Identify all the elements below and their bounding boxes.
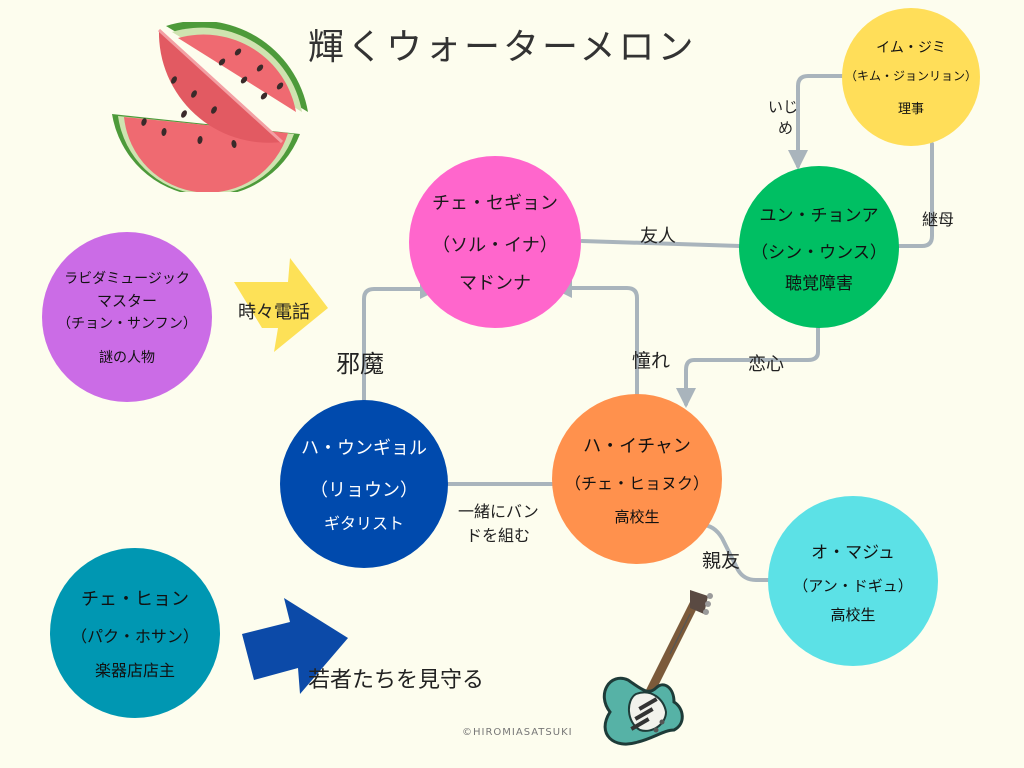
line-stepmother <box>896 142 934 248</box>
node-role: 謎の人物 <box>99 349 155 366</box>
label-stepmother: 継母 <box>922 210 955 229</box>
node-role: 高校生 <box>614 507 660 526</box>
line-obstruct <box>362 279 440 402</box>
node-role: マドンナ <box>459 273 531 294</box>
label-bully-1: いじ <box>768 98 799 116</box>
label-watch: 若者たちを見守る <box>308 668 485 693</box>
label-bully-2: め <box>778 119 794 137</box>
node-name: チェ・ヒョン <box>81 589 189 610</box>
arrow-yellow-icon <box>234 258 328 352</box>
node-role: ギタリスト <box>323 514 404 533</box>
line-bully <box>788 74 862 170</box>
label-best-friend: 親友 <box>702 550 741 572</box>
node-role: 高校生 <box>830 605 876 624</box>
node-role: 楽器店店主 <box>94 661 175 680</box>
line-admire <box>552 278 639 396</box>
node-choi-hyeon: チェ・ヒョン （パク・ホサン） 楽器店店主 <box>50 548 220 718</box>
node-actor: （ソル・イナ） <box>432 235 558 256</box>
label-band-2: ドを組む <box>466 526 531 545</box>
node-name: ハ・ウンギョル <box>301 438 427 459</box>
node-actor: （キム・ジョンリョン） <box>844 69 977 83</box>
node-actor: （チェ・ヒョヌク） <box>564 473 709 493</box>
node-actor: （シン・ウンス） <box>751 242 887 263</box>
guitar-illustration <box>602 590 713 746</box>
node-name: イム・ジミ <box>876 40 946 56</box>
node-role: 聴覚障害 <box>785 273 853 294</box>
node-name: ユン・チョンア <box>759 205 879 226</box>
line-love <box>676 326 820 408</box>
node-ha-ichan: ハ・イチャン （チェ・ヒョヌク） 高校生 <box>552 394 722 564</box>
node-role: 理事 <box>897 102 924 117</box>
node-actor: （リョウン） <box>310 480 418 501</box>
node-name: オ・マジュ <box>811 542 895 563</box>
node-actor: （アン・ドギュ） <box>793 576 913 595</box>
label-love: 恋心 <box>748 354 784 375</box>
label-phone: 時々電話 <box>238 302 310 323</box>
node-name: ハ・イチャン <box>583 435 691 457</box>
page-title: 輝くウォーターメロン <box>308 27 697 68</box>
node-name: チェ・セギョン <box>432 193 558 214</box>
copyright-text: ©HIROMIASATSUKI <box>462 727 573 738</box>
node-yun-jeonga: ユン・チョンア （シン・ウンス） 聴覚障害 <box>739 166 899 328</box>
node-actor: （チョン・サンフン） <box>57 315 197 332</box>
node-oh-maju: オ・マジュ （アン・ドギュ） 高校生 <box>768 496 938 666</box>
node-rabida-master: ラビダミュージック マスター （チョン・サンフン） 謎の人物 <box>42 232 212 402</box>
label-admire: 憧れ <box>632 350 671 372</box>
label-obstruct: 邪魔 <box>336 350 384 378</box>
node-choi-segyeong: チェ・セギョン （ソル・イナ） マドンナ <box>409 156 581 328</box>
node-name-line1: ラビダミュージック <box>64 270 190 287</box>
node-ha-eungyeol: ハ・ウンギョル （リョウン） ギタリスト <box>280 400 448 568</box>
label-band-1: 一緒にバン <box>458 502 539 521</box>
label-friend: 友人 <box>640 226 676 247</box>
arrow-blue-icon <box>242 598 348 694</box>
node-actor: （パク・ホサン） <box>71 627 199 646</box>
node-im-jimi: イム・ジミ （キム・ジョンリョン） 理事 <box>842 8 980 146</box>
line-friend <box>580 239 742 248</box>
node-name-line2: マスター <box>96 291 157 310</box>
watermelon-illustration <box>112 22 308 192</box>
